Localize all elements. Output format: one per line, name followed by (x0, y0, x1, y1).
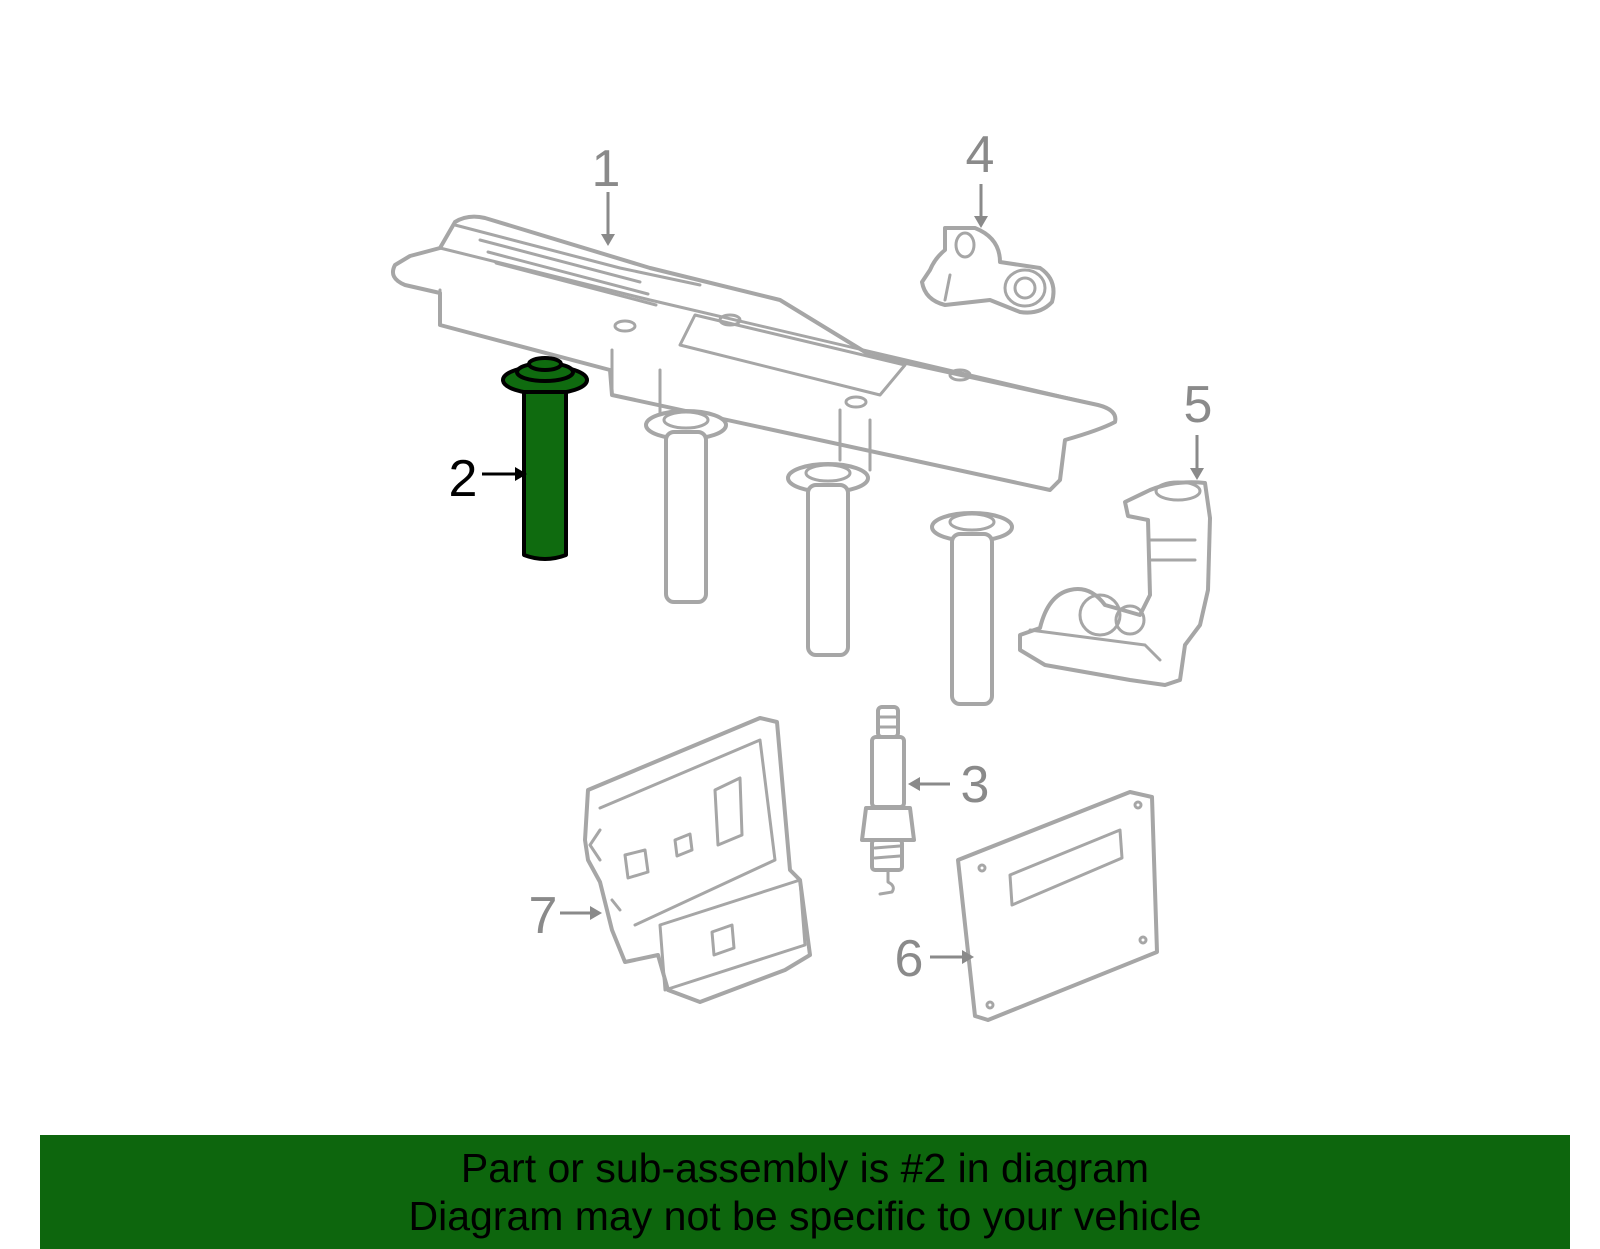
module-bracket[interactable] (583, 716, 812, 1004)
ignition-coil-assembly[interactable] (391, 214, 1118, 706)
callout-5: 5 (1184, 376, 1213, 434)
callout-6: 6 (895, 930, 924, 988)
cam-position-sensor[interactable] (1018, 480, 1212, 687)
callout-2: 2 (449, 450, 478, 508)
spark-plug[interactable] (860, 705, 916, 896)
spark-plug-boot-highlighted[interactable] (501, 356, 589, 561)
info-banner: Part or sub-assembly is #2 in diagram Di… (40, 1135, 1570, 1249)
arrowhead-4 (974, 216, 988, 228)
arrowhead-2 (515, 467, 527, 481)
arrowhead-1 (601, 234, 615, 246)
engine-control-module[interactable] (956, 790, 1159, 1022)
banner-line-part: Part or sub-assembly is #2 in diagram (460, 1145, 1150, 1191)
callout-1: 1 (592, 140, 621, 198)
arrowhead-5 (1190, 468, 1204, 480)
callout-3: 3 (961, 756, 990, 814)
arrowhead-6 (962, 950, 974, 964)
arrowhead-3 (908, 777, 920, 791)
callout-7: 7 (529, 887, 558, 945)
banner-line-disclaimer: Diagram may not be specific to your vehi… (408, 1193, 1202, 1239)
arrowhead-7 (590, 906, 602, 920)
crankshaft-sensor[interactable] (920, 226, 1056, 315)
callout-4: 4 (966, 126, 995, 184)
